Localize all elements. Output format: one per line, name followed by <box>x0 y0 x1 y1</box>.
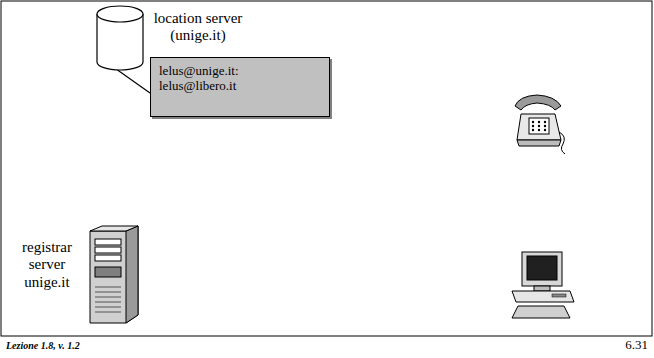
node-label: location server (unige.it) <box>145 10 251 45</box>
lecture-footer: Lezione 1.8, v. 1.2 <box>6 340 80 352</box>
page-number: 6.31 <box>625 338 648 353</box>
slide-frame <box>1 1 652 336</box>
record-box: lelus@unige.it: lelus@libero.it <box>150 57 330 117</box>
connector-line <box>118 70 151 93</box>
server-node: registrar server unige.it <box>14 225 144 327</box>
computer-icon <box>512 252 574 318</box>
server-tower <box>86 225 142 325</box>
database-cylinder <box>95 4 145 72</box>
node-label: registrar server unige.it <box>14 239 80 291</box>
telephone-icon <box>515 95 565 154</box>
record-text: lelus@unige.it: lelus@libero.it <box>159 64 271 94</box>
